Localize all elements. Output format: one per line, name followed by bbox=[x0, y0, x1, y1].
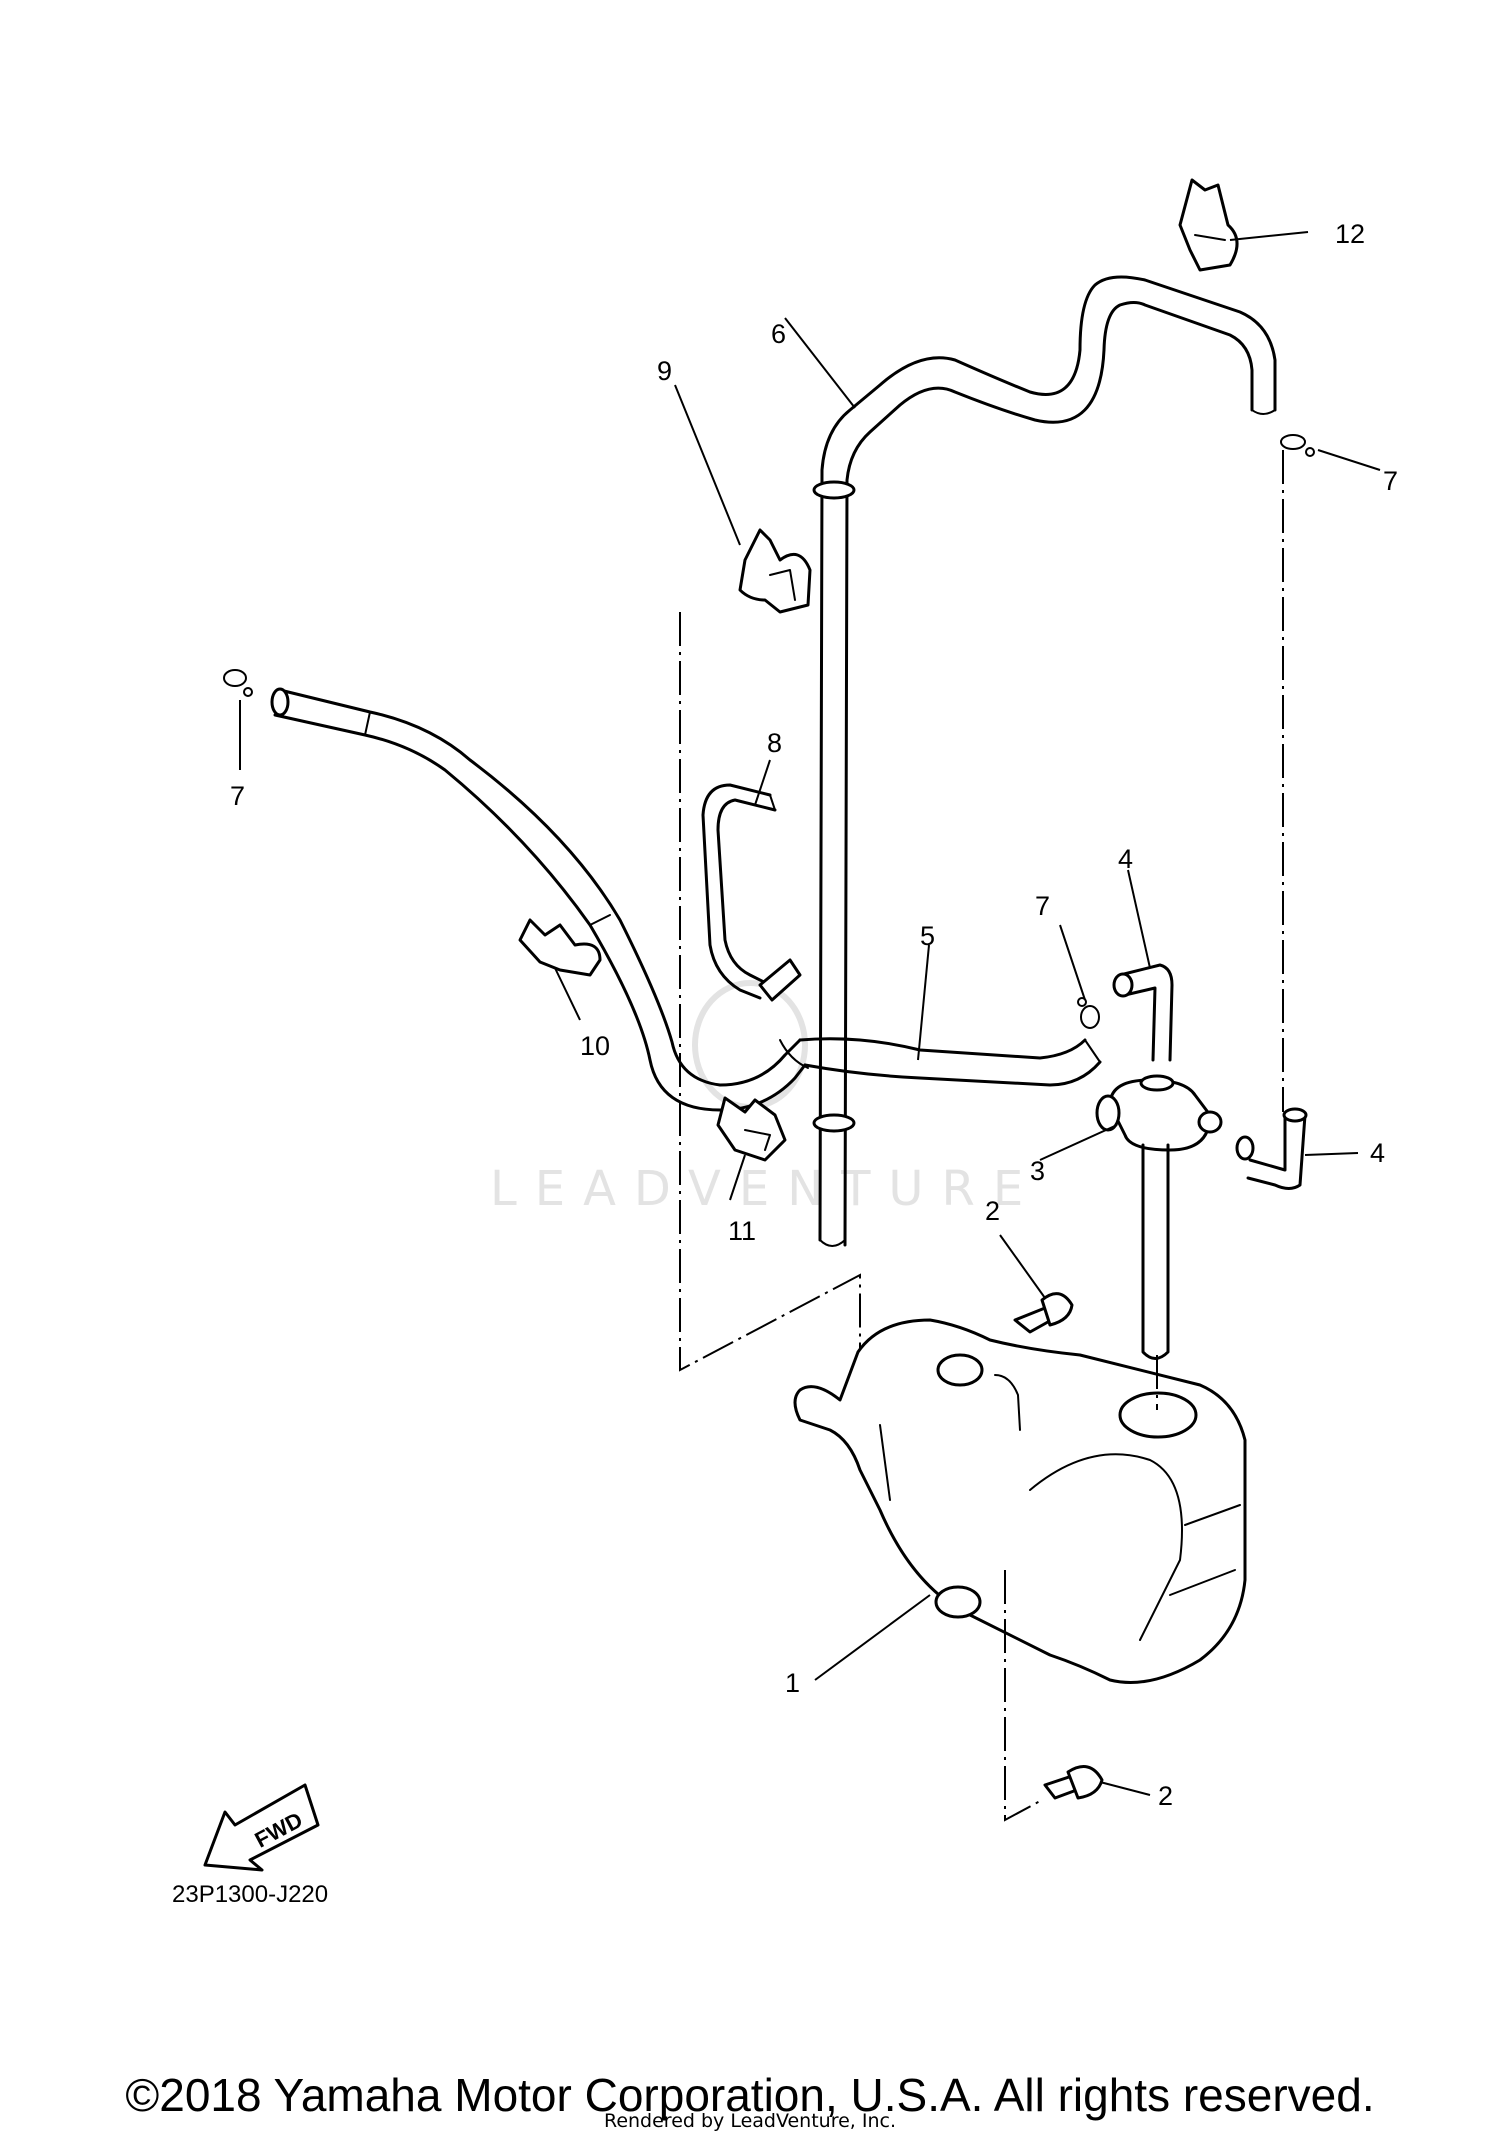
diagram-code: 23P1300-J220 bbox=[172, 1881, 328, 1908]
clip-12[interactable] bbox=[1178, 178, 1239, 272]
callout-8: 8 bbox=[767, 728, 782, 758]
callout-5: 5 bbox=[920, 921, 935, 951]
elbow-4-right[interactable] bbox=[1235, 1107, 1308, 1190]
install-line-bolt bbox=[1004, 1570, 1043, 1822]
callout-3: 3 bbox=[1030, 1156, 1045, 1186]
callout-12: 12 bbox=[1335, 219, 1365, 249]
callout-7-right: 7 bbox=[1383, 466, 1398, 496]
copyright-notice: ©2018 Yamaha Motor Corporation, U.S.A. A… bbox=[125, 2069, 1375, 2121]
install-line-9 bbox=[679, 612, 861, 1372]
callout-1: 1 bbox=[785, 1668, 800, 1698]
clip-10[interactable] bbox=[518, 918, 602, 977]
valve-3[interactable] bbox=[1095, 1074, 1223, 1360]
callout-7-left: 7 bbox=[230, 781, 245, 811]
clip-7-mid[interactable] bbox=[1077, 997, 1100, 1029]
rendered-by-credit: Rendered by LeadVenture, Inc. bbox=[603, 2110, 897, 2132]
callout-10: 10 bbox=[580, 1031, 610, 1061]
watermark-text: LEADVENTURE bbox=[490, 1161, 1041, 1217]
hose-5[interactable] bbox=[270, 687, 1102, 1112]
callout-7-mid: 7 bbox=[1035, 891, 1050, 921]
elbow-4-top[interactable] bbox=[1112, 963, 1174, 1062]
fwd-arrow-icon: FWD bbox=[203, 1783, 320, 1872]
callout-4-top: 4 bbox=[1118, 844, 1133, 874]
leader-lines bbox=[239, 231, 1381, 1796]
callout-2-bottom: 2 bbox=[1158, 1781, 1173, 1811]
clip-7-right[interactable] bbox=[1280, 434, 1315, 457]
bolt-2-top[interactable] bbox=[1013, 1292, 1074, 1334]
callout-2-top: 2 bbox=[985, 1196, 1000, 1226]
clip-7-left[interactable] bbox=[223, 669, 253, 697]
callout-9: 9 bbox=[657, 356, 672, 386]
callout-4-right: 4 bbox=[1370, 1138, 1385, 1168]
bolt-2-bottom[interactable] bbox=[1043, 1765, 1104, 1800]
tank-1[interactable] bbox=[793, 1318, 1247, 1684]
clip-9[interactable] bbox=[738, 528, 812, 614]
clip-11[interactable] bbox=[716, 1096, 787, 1162]
callout-11: 11 bbox=[728, 1216, 756, 1246]
hose-6[interactable] bbox=[812, 275, 1277, 1247]
band-8[interactable] bbox=[701, 783, 802, 1002]
callout-6: 6 bbox=[771, 319, 786, 349]
